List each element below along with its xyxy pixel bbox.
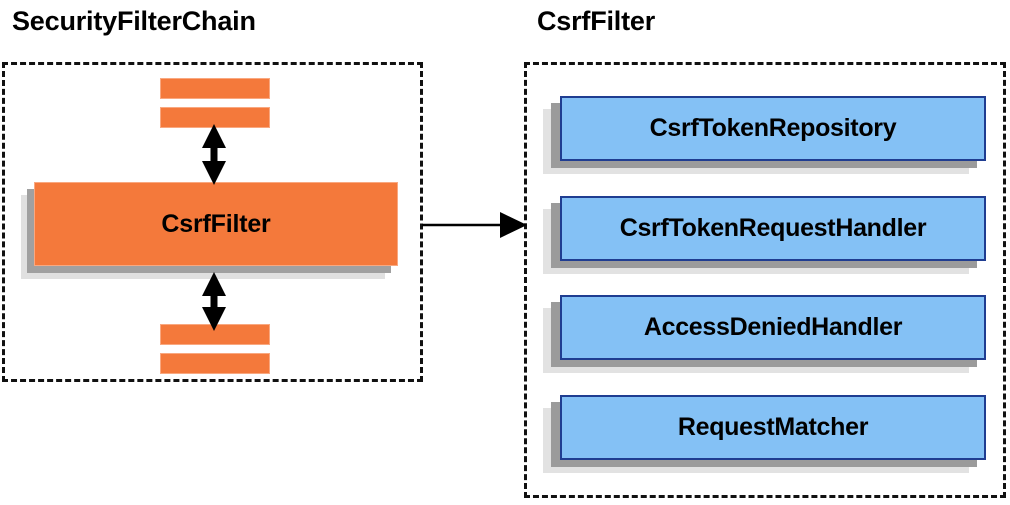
csrf-filter-box-label: CsrfFilter bbox=[161, 209, 271, 238]
collaborator-box-label: CsrfTokenRequestHandler bbox=[619, 214, 927, 242]
collaborator-box-face: CsrfTokenRequestHandler bbox=[560, 196, 986, 261]
panel-title-csrf-filter: CsrfFilter bbox=[537, 6, 656, 36]
panel-security-filter-chain bbox=[2, 62, 423, 382]
csrf-filter-box-face: CsrfFilter bbox=[34, 182, 398, 266]
collaborator-box-csrf-token-request-handler: CsrfTokenRequestHandler bbox=[543, 196, 986, 274]
filter-bar-top-2 bbox=[160, 107, 270, 128]
collaborator-box-face: RequestMatcher bbox=[560, 395, 986, 460]
panel-title-security-filter-chain: SecurityFilterChain bbox=[12, 6, 256, 36]
collaborator-box-face: AccessDeniedHandler bbox=[560, 295, 986, 360]
collaborator-box-request-matcher: RequestMatcher bbox=[543, 395, 986, 473]
panel-csrf-filter bbox=[524, 62, 1006, 498]
collaborator-box-label: CsrfTokenRepository bbox=[649, 114, 897, 142]
csrffilter-expansion-arrow bbox=[422, 212, 527, 238]
filter-bar-bottom-2 bbox=[160, 353, 270, 374]
collaborator-box-label: AccessDeniedHandler bbox=[643, 313, 903, 341]
collaborator-box-face: CsrfTokenRepository bbox=[560, 96, 986, 161]
csrf-filter-box: CsrfFilter bbox=[21, 182, 398, 279]
filter-bar-bottom-1 bbox=[160, 324, 270, 345]
collaborator-box-csrf-token-repository: CsrfTokenRepository bbox=[543, 96, 986, 174]
filter-bar-top-1 bbox=[160, 78, 270, 99]
collaborator-box-label: RequestMatcher bbox=[677, 413, 869, 441]
collaborator-box-access-denied-handler: AccessDeniedHandler bbox=[543, 295, 986, 373]
